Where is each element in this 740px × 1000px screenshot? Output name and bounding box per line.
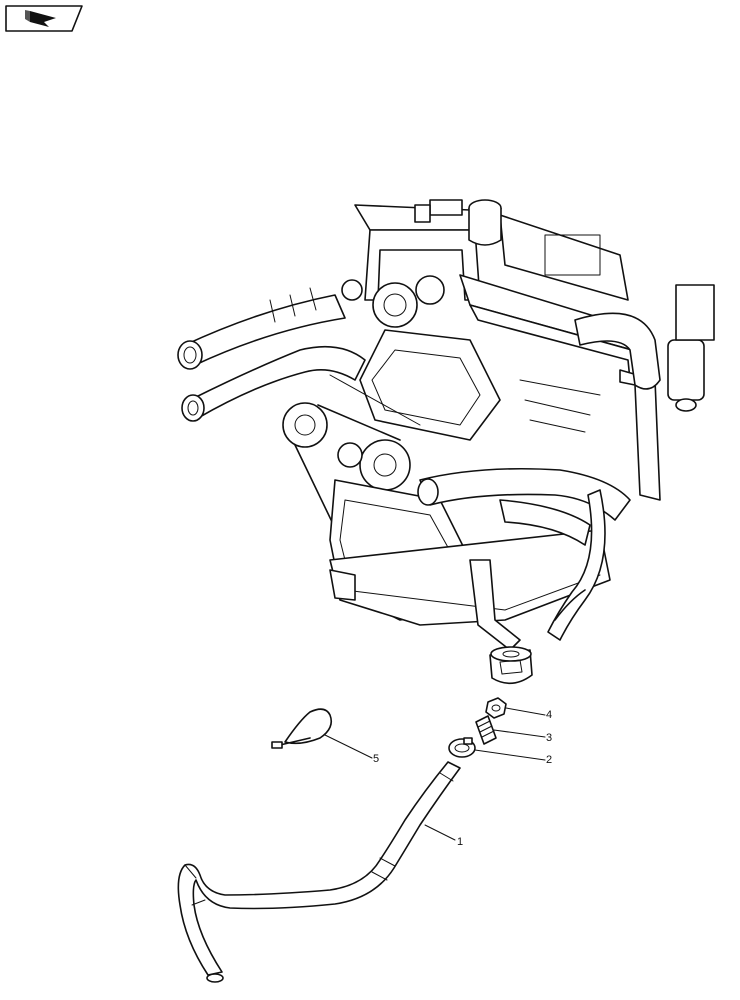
leader-lines [324, 707, 546, 841]
part-2-clamp [448, 737, 476, 758]
callout-1: 1 [457, 836, 463, 848]
part-1-hose [177, 761, 461, 983]
part-3-adapter [475, 715, 497, 745]
callout-2: 2 [546, 754, 552, 766]
callout-3: 3 [546, 732, 552, 744]
part-4-fitting [485, 697, 507, 719]
callout-5: 5 [373, 753, 379, 765]
engine-assembly [177, 199, 715, 685]
book-arrow-icon [5, 5, 83, 32]
callout-4: 4 [546, 709, 552, 721]
part-5-cable-tie [271, 708, 333, 749]
